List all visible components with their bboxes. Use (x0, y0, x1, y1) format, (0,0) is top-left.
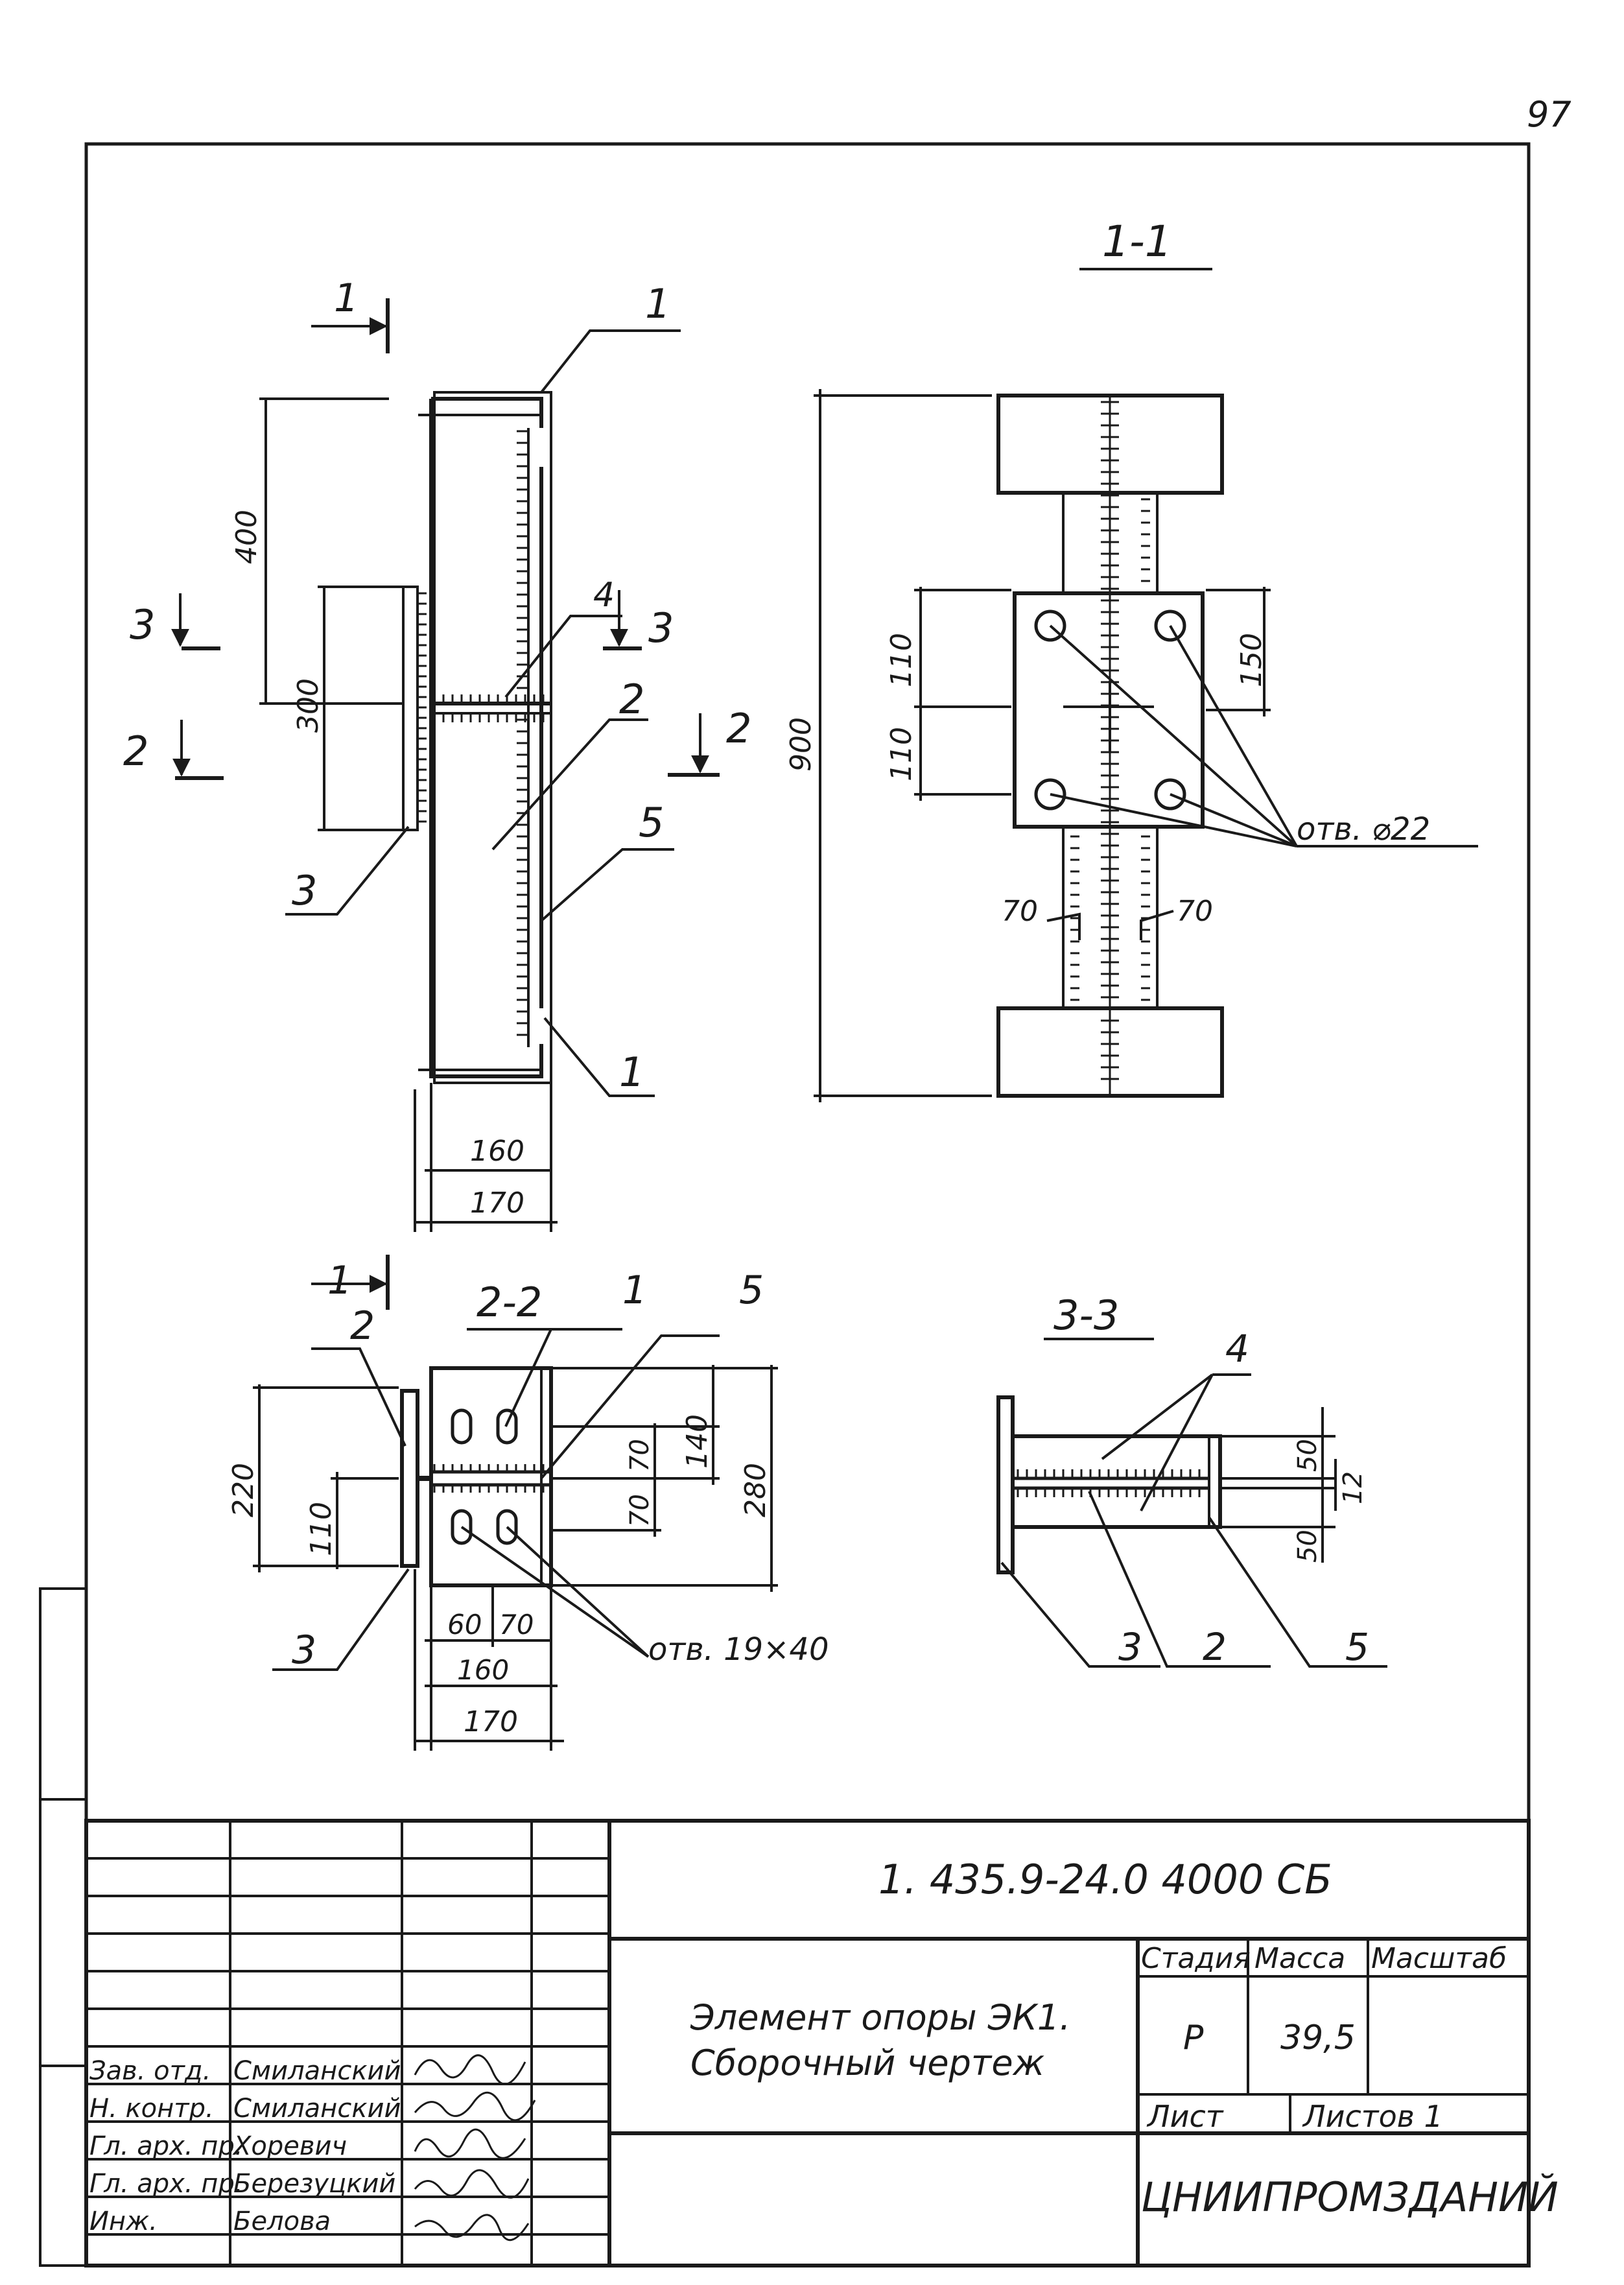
cut-mark-2-right: 2 (726, 705, 751, 752)
section-mark-1-lower: 1 (327, 1258, 352, 1303)
left-margin-strip (39, 1587, 88, 2267)
sig-name: Хоревич (232, 2131, 347, 2161)
main-view-labels: 1 400 300 160 170 3 2 3 2 1 4 2 5 3 1 (123, 276, 751, 1220)
title-block-text: 1. 435.9-24.0 4000 СБ Элемент опоры ЭК1.… (89, 1856, 1559, 2242)
dim-110-2-2: 110 (305, 1502, 338, 1556)
callout-pos-4: 4 (593, 576, 615, 615)
callout-pos-5: 5 (639, 799, 664, 846)
dim-170-main: 170 (470, 1187, 524, 1220)
sheet-label: Лист (1146, 2099, 1224, 2134)
callout-pos-3: 3 (292, 867, 317, 914)
dim-60: 60 (447, 1609, 482, 1640)
mass-label: Масса (1254, 1942, 1345, 1975)
cut-mark-3-right: 3 (648, 604, 674, 652)
dim-110-lower: 110 (885, 727, 918, 781)
document-code: 1. 435.9-24.0 4000 СБ (878, 1856, 1332, 1903)
section-2-2-labels: 2-2 1 2 1 5 3 220 110 70 70 140 280 60 7… (227, 1258, 829, 1738)
section-1-1 (814, 268, 1478, 1102)
dim-70-left: 70 (1002, 895, 1038, 928)
scale-label: Масштаб (1371, 1942, 1507, 1975)
sig-role: Гл. арх. пр. (89, 2131, 243, 2161)
sig-role: Н. контр. (89, 2094, 214, 2124)
sig-role: Гл. арх. пр. (89, 2169, 243, 2199)
sig-name: Смиланский (233, 2056, 401, 2086)
sig-role: Инж. (89, 2207, 158, 2236)
section-3-3-title: 3-3 (1053, 1292, 1119, 1339)
hole-note-19x40: отв. 19×40 (648, 1631, 829, 1668)
dim-160-main: 160 (470, 1135, 524, 1168)
dim-70-bottom: 70 (499, 1609, 534, 1640)
section-1-1-labels: 1-1 900 110 110 150 70 70 отв. ⌀22 (784, 217, 1430, 928)
dim-140: 140 (681, 1414, 714, 1469)
section-3-3-labels: 3-3 4 3 2 5 50 12 50 (1053, 1292, 1369, 1669)
cut-mark-2-left: 2 (123, 728, 148, 775)
dim-12: 12 (1338, 1471, 1368, 1504)
drawing-title-line2: Сборочный чертеж (690, 2042, 1045, 2083)
dim-70-upper: 70 (625, 1439, 655, 1472)
main-section-mark: 1 (334, 276, 359, 321)
callout-pos-1-top: 1 (645, 280, 670, 327)
dim-110-upper: 110 (885, 633, 918, 687)
dim-170-2-2: 170 (464, 1705, 518, 1738)
section-3-3 (996, 1338, 1387, 1668)
dim-50-upper: 50 (1293, 1439, 1323, 1472)
main-view-weld-marks (418, 430, 545, 1036)
section-2-2-title: 2-2 (477, 1279, 542, 1326)
callout-3-3-pos-3: 3 (1118, 1625, 1142, 1669)
callout-pos-1-bottom: 1 (619, 1048, 644, 1096)
stage-label: Стадия (1141, 1942, 1251, 1975)
section-3-3-weld-marks (1017, 1469, 1201, 1497)
hole-note-22: отв. ⌀22 (1297, 811, 1430, 847)
dim-400: 400 (230, 510, 263, 564)
dim-50-lower: 50 (1293, 1530, 1323, 1563)
title-block (84, 1819, 1531, 2267)
callout-2-2-pos-2: 2 (350, 1303, 375, 1349)
drawing-title-line1: Элемент опоры ЭК1. (690, 1997, 1070, 2038)
dim-220: 220 (227, 1463, 260, 1517)
dim-280: 280 (739, 1463, 772, 1517)
callout-2-2-pos-3: 3 (292, 1628, 316, 1673)
callout-3-3-pos-2: 2 (1203, 1625, 1227, 1669)
callout-2-2-pos-5: 5 (739, 1268, 764, 1313)
sig-name: Белова (233, 2207, 331, 2236)
cut-mark-3-left: 3 (130, 601, 155, 648)
dim-70-lower: 70 (625, 1494, 655, 1527)
stage-value: Р (1183, 2019, 1204, 2057)
dim-70-right: 70 (1177, 895, 1213, 928)
dim-150: 150 (1235, 633, 1268, 687)
section-2-2-weld-marks (433, 1464, 545, 1493)
section-1-1-title: 1-1 (1102, 217, 1172, 266)
sheets-label: Листов 1 (1302, 2099, 1443, 2134)
section-2-2 (253, 1255, 778, 1751)
section-1-1-weld-marks (1070, 401, 1150, 1080)
sig-role: Зав. отд. (89, 2056, 211, 2086)
sig-name: Смиланский (233, 2094, 401, 2124)
callout-2-2-pos-1: 1 (622, 1268, 647, 1313)
page-number: 97 (1527, 94, 1571, 135)
dim-300: 300 (292, 678, 325, 733)
callout-pos-2: 2 (619, 676, 644, 723)
callout-3-3-pos-4: 4 (1225, 1327, 1249, 1371)
callout-3-3-pos-5: 5 (1345, 1625, 1369, 1669)
dim-160-2-2: 160 (457, 1654, 509, 1686)
mass-value: 39,5 (1280, 2019, 1356, 2057)
dim-900: 900 (784, 717, 818, 772)
handwritten-signatures (414, 2054, 536, 2242)
sig-name: Березуцкий (233, 2169, 395, 2199)
organization-name: ЦНИИПРОМЗДАНИЙ (1141, 2173, 1559, 2221)
